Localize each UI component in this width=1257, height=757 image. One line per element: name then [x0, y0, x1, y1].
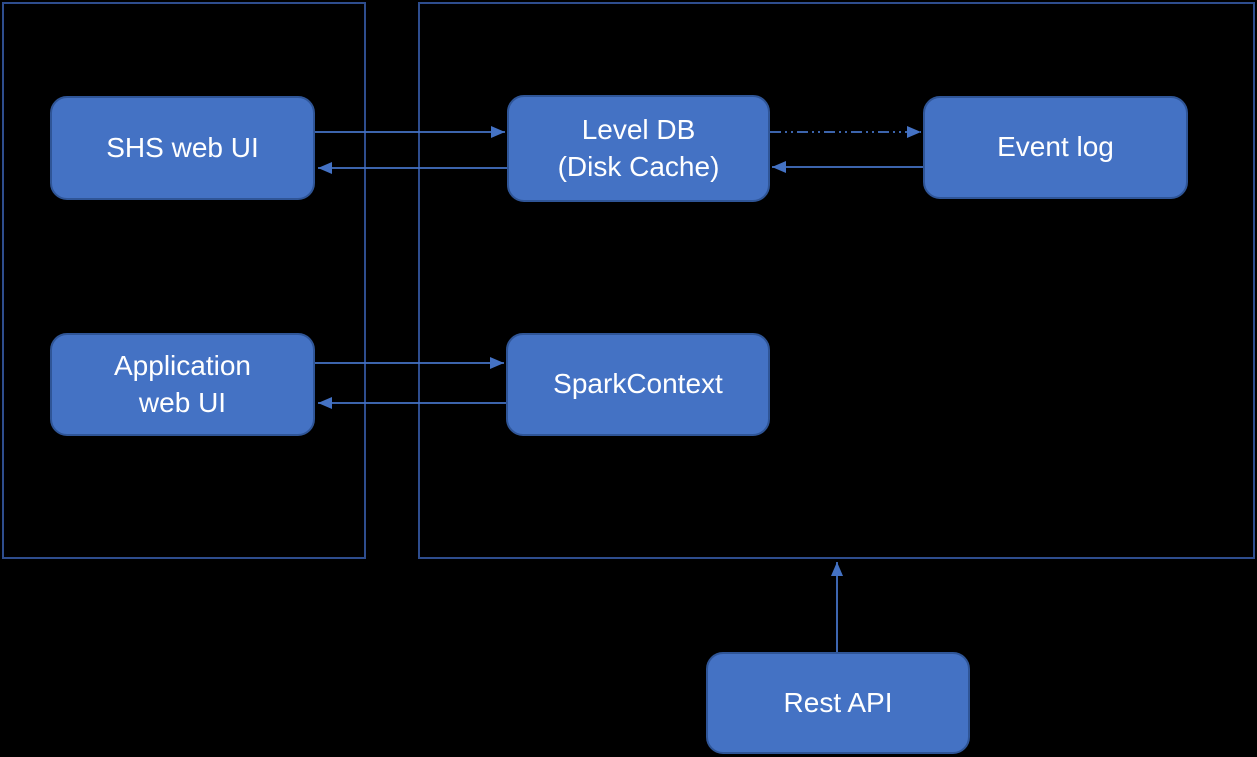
left-group-container [2, 2, 366, 559]
node-shs-web-ui: SHS web UI [50, 96, 315, 200]
node-level-db-label-line2: (Disk Cache) [557, 150, 720, 182]
node-rest-api: Rest API [706, 652, 970, 754]
node-event-log: Event log [923, 96, 1188, 199]
node-level-db: Level DB (Disk Cache) [507, 95, 770, 202]
node-level-db-label-line1: Level DB [581, 113, 696, 145]
node-shs-web-ui-label: SHS web UI [106, 131, 259, 163]
node-rest-api-label: Rest API [783, 686, 893, 718]
node-application-web-ui-label-line1: Application [114, 349, 251, 381]
node-spark-context: SparkContext [506, 333, 770, 436]
node-application-web-ui-label-line2: web UI [138, 386, 227, 418]
node-event-log-label: Event log [997, 131, 1114, 163]
node-spark-context-label: SparkContext [553, 368, 723, 400]
node-application-web-ui: Application web UI [50, 333, 315, 436]
right-group-container [418, 2, 1255, 559]
